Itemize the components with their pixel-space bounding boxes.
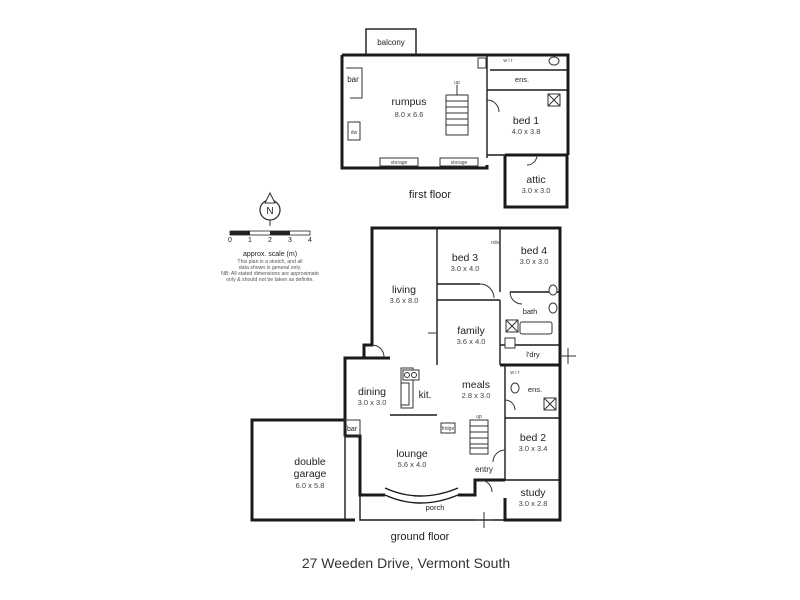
study-wall xyxy=(503,480,562,522)
dining-wall xyxy=(343,356,390,436)
entry-wall xyxy=(458,478,505,497)
property-address: 27 Weeden Drive, Vermont South xyxy=(302,555,510,571)
attic-label: attic xyxy=(526,174,545,186)
garage-label-2: garage xyxy=(294,468,327,480)
scale-tick-2: 2 xyxy=(268,237,272,244)
kitchen-label: kit. xyxy=(419,390,432,401)
scale-tick-0: 0 xyxy=(228,237,232,244)
ens-bed2-wall xyxy=(500,363,562,480)
storage-label-2: storage xyxy=(451,160,468,166)
compass-north-label: N xyxy=(266,206,273,217)
first-ens-label: ens. xyxy=(515,75,529,84)
garage-label-1: double xyxy=(294,456,326,468)
ground-floor-stair xyxy=(469,419,489,455)
meals-dims: 2.8 x 3.0 xyxy=(462,391,491,400)
ground-ens-label: ens. xyxy=(528,385,542,394)
meals-label: meals xyxy=(462,379,490,391)
lounge-label: lounge xyxy=(396,448,428,460)
lounge-dims: 5.6 x 4.0 xyxy=(398,460,427,469)
scale-caption: approx. scale (m) xyxy=(243,251,297,258)
ground-wir-label: w i r xyxy=(510,370,520,376)
scale-note-2: data shown is general only. xyxy=(239,265,301,271)
storage-label-1: storage xyxy=(391,160,408,166)
bed-block-wall xyxy=(437,226,562,365)
living-label: living xyxy=(392,284,416,296)
ldry-label: l'dry xyxy=(526,350,540,359)
robe-label: robe xyxy=(491,240,501,246)
bed3-label: bed 3 xyxy=(452,252,478,264)
bed3-dims: 3.0 x 4.0 xyxy=(451,264,480,273)
rumpus-label: rumpus xyxy=(391,96,426,108)
rumpus-dims: 8.0 x 6.6 xyxy=(395,110,424,119)
family-label: family xyxy=(457,325,485,337)
porch-outline xyxy=(359,495,505,521)
scale-bar xyxy=(229,230,311,236)
ground-stair-up-label: up xyxy=(476,414,482,420)
scale-tick-1: 1 xyxy=(248,237,252,244)
garage-wall xyxy=(250,418,355,522)
dining-dims: 3.0 x 3.0 xyxy=(358,398,387,407)
ground-floor-label: ground floor xyxy=(391,531,450,543)
dining-label: dining xyxy=(358,386,386,398)
study-dims: 3.0 x 2.8 xyxy=(519,499,548,508)
scale-note-3: NB: All stated dimensions are approximat… xyxy=(221,271,319,277)
first-bar-label: bar xyxy=(347,75,359,84)
first-floor xyxy=(340,28,570,209)
rumpus-wall-outer xyxy=(340,55,489,170)
entry-label: entry xyxy=(475,465,493,474)
bed2-dims: 3.0 x 3.4 xyxy=(519,444,548,453)
first-stair-up-label: up xyxy=(454,80,460,86)
bed4-label: bed 4 xyxy=(521,245,547,257)
family-dims: 3.6 x 4.0 xyxy=(457,337,486,346)
bed4-dims: 3.0 x 3.0 xyxy=(520,257,549,266)
garage-dims: 6.0 x 5.8 xyxy=(296,481,325,490)
compass-icon xyxy=(259,191,281,226)
scale-tick-3: 3 xyxy=(288,237,292,244)
bed2-label: bed 2 xyxy=(520,432,546,444)
first-wir-label: w i r xyxy=(503,58,513,64)
ground-floor xyxy=(250,226,576,528)
first-floor-stair xyxy=(445,85,469,136)
scale-note-1: This plan is a sketch, and all xyxy=(237,259,302,265)
bed1-dims: 4.0 x 3.8 xyxy=(512,127,541,136)
scale-note-4: only & should not be taken as definite. xyxy=(226,277,314,283)
balcony-label: balcony xyxy=(377,38,405,47)
study-label: study xyxy=(520,487,546,499)
first-dw-label: dw xyxy=(351,130,358,136)
first-floor-label: first floor xyxy=(409,189,452,201)
scale-tick-4: 4 xyxy=(308,237,312,244)
porch-label: porch xyxy=(426,503,445,512)
lounge-wall-left xyxy=(345,434,385,497)
first-floor-wall-top xyxy=(342,53,570,155)
ground-bar-label: bar xyxy=(347,426,358,433)
bath-label: bath xyxy=(523,307,538,316)
living-dims: 3.6 x 8.0 xyxy=(390,296,419,305)
fridge-label: fridge xyxy=(442,426,455,432)
bed1-label: bed 1 xyxy=(513,115,539,127)
attic-dims: 3.0 x 3.0 xyxy=(522,186,551,195)
